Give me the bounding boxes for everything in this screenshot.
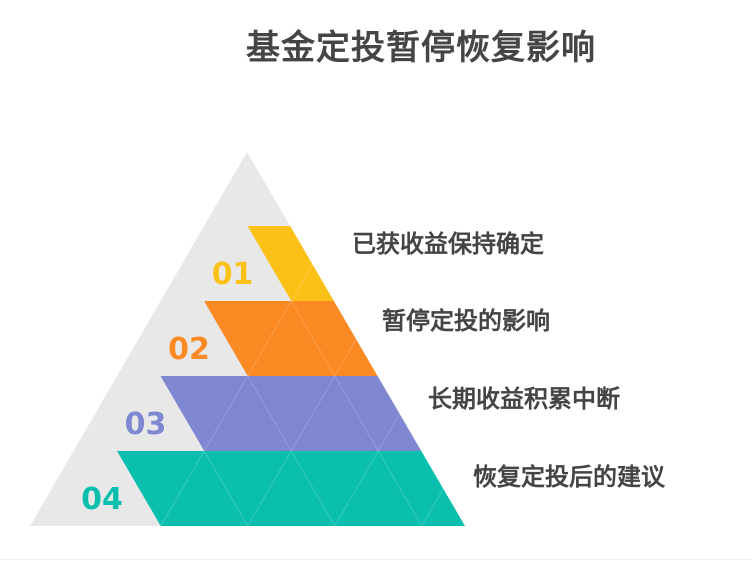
band-grid-lines-2 <box>247 300 423 377</box>
band-grid-lines-3 <box>203 375 466 452</box>
page-title: 基金定投暂停恢复影响 <box>246 28 596 68</box>
level-2-label: 暂停定投的影响 <box>382 307 550 335</box>
pyramid-band-2 <box>204 301 378 376</box>
level-1-number: 01 <box>212 257 254 292</box>
pyramid-band-3 <box>160 376 422 451</box>
bottom-divider <box>0 559 752 560</box>
level-4-number: 04 <box>81 482 123 517</box>
band-grid-lines-4 <box>160 450 510 527</box>
level-3-label: 长期收益积累中断 <box>428 385 620 413</box>
pyramid-band-4 <box>117 451 465 526</box>
level-4-label: 恢复定投后的建议 <box>473 463 665 491</box>
band-grid-lines-1 <box>290 225 379 302</box>
level-2-number: 02 <box>168 332 210 367</box>
level-3-number: 03 <box>125 407 167 442</box>
pyramid-band-1 <box>247 226 334 301</box>
level-1-label: 已获收益保持确定 <box>352 230 544 258</box>
